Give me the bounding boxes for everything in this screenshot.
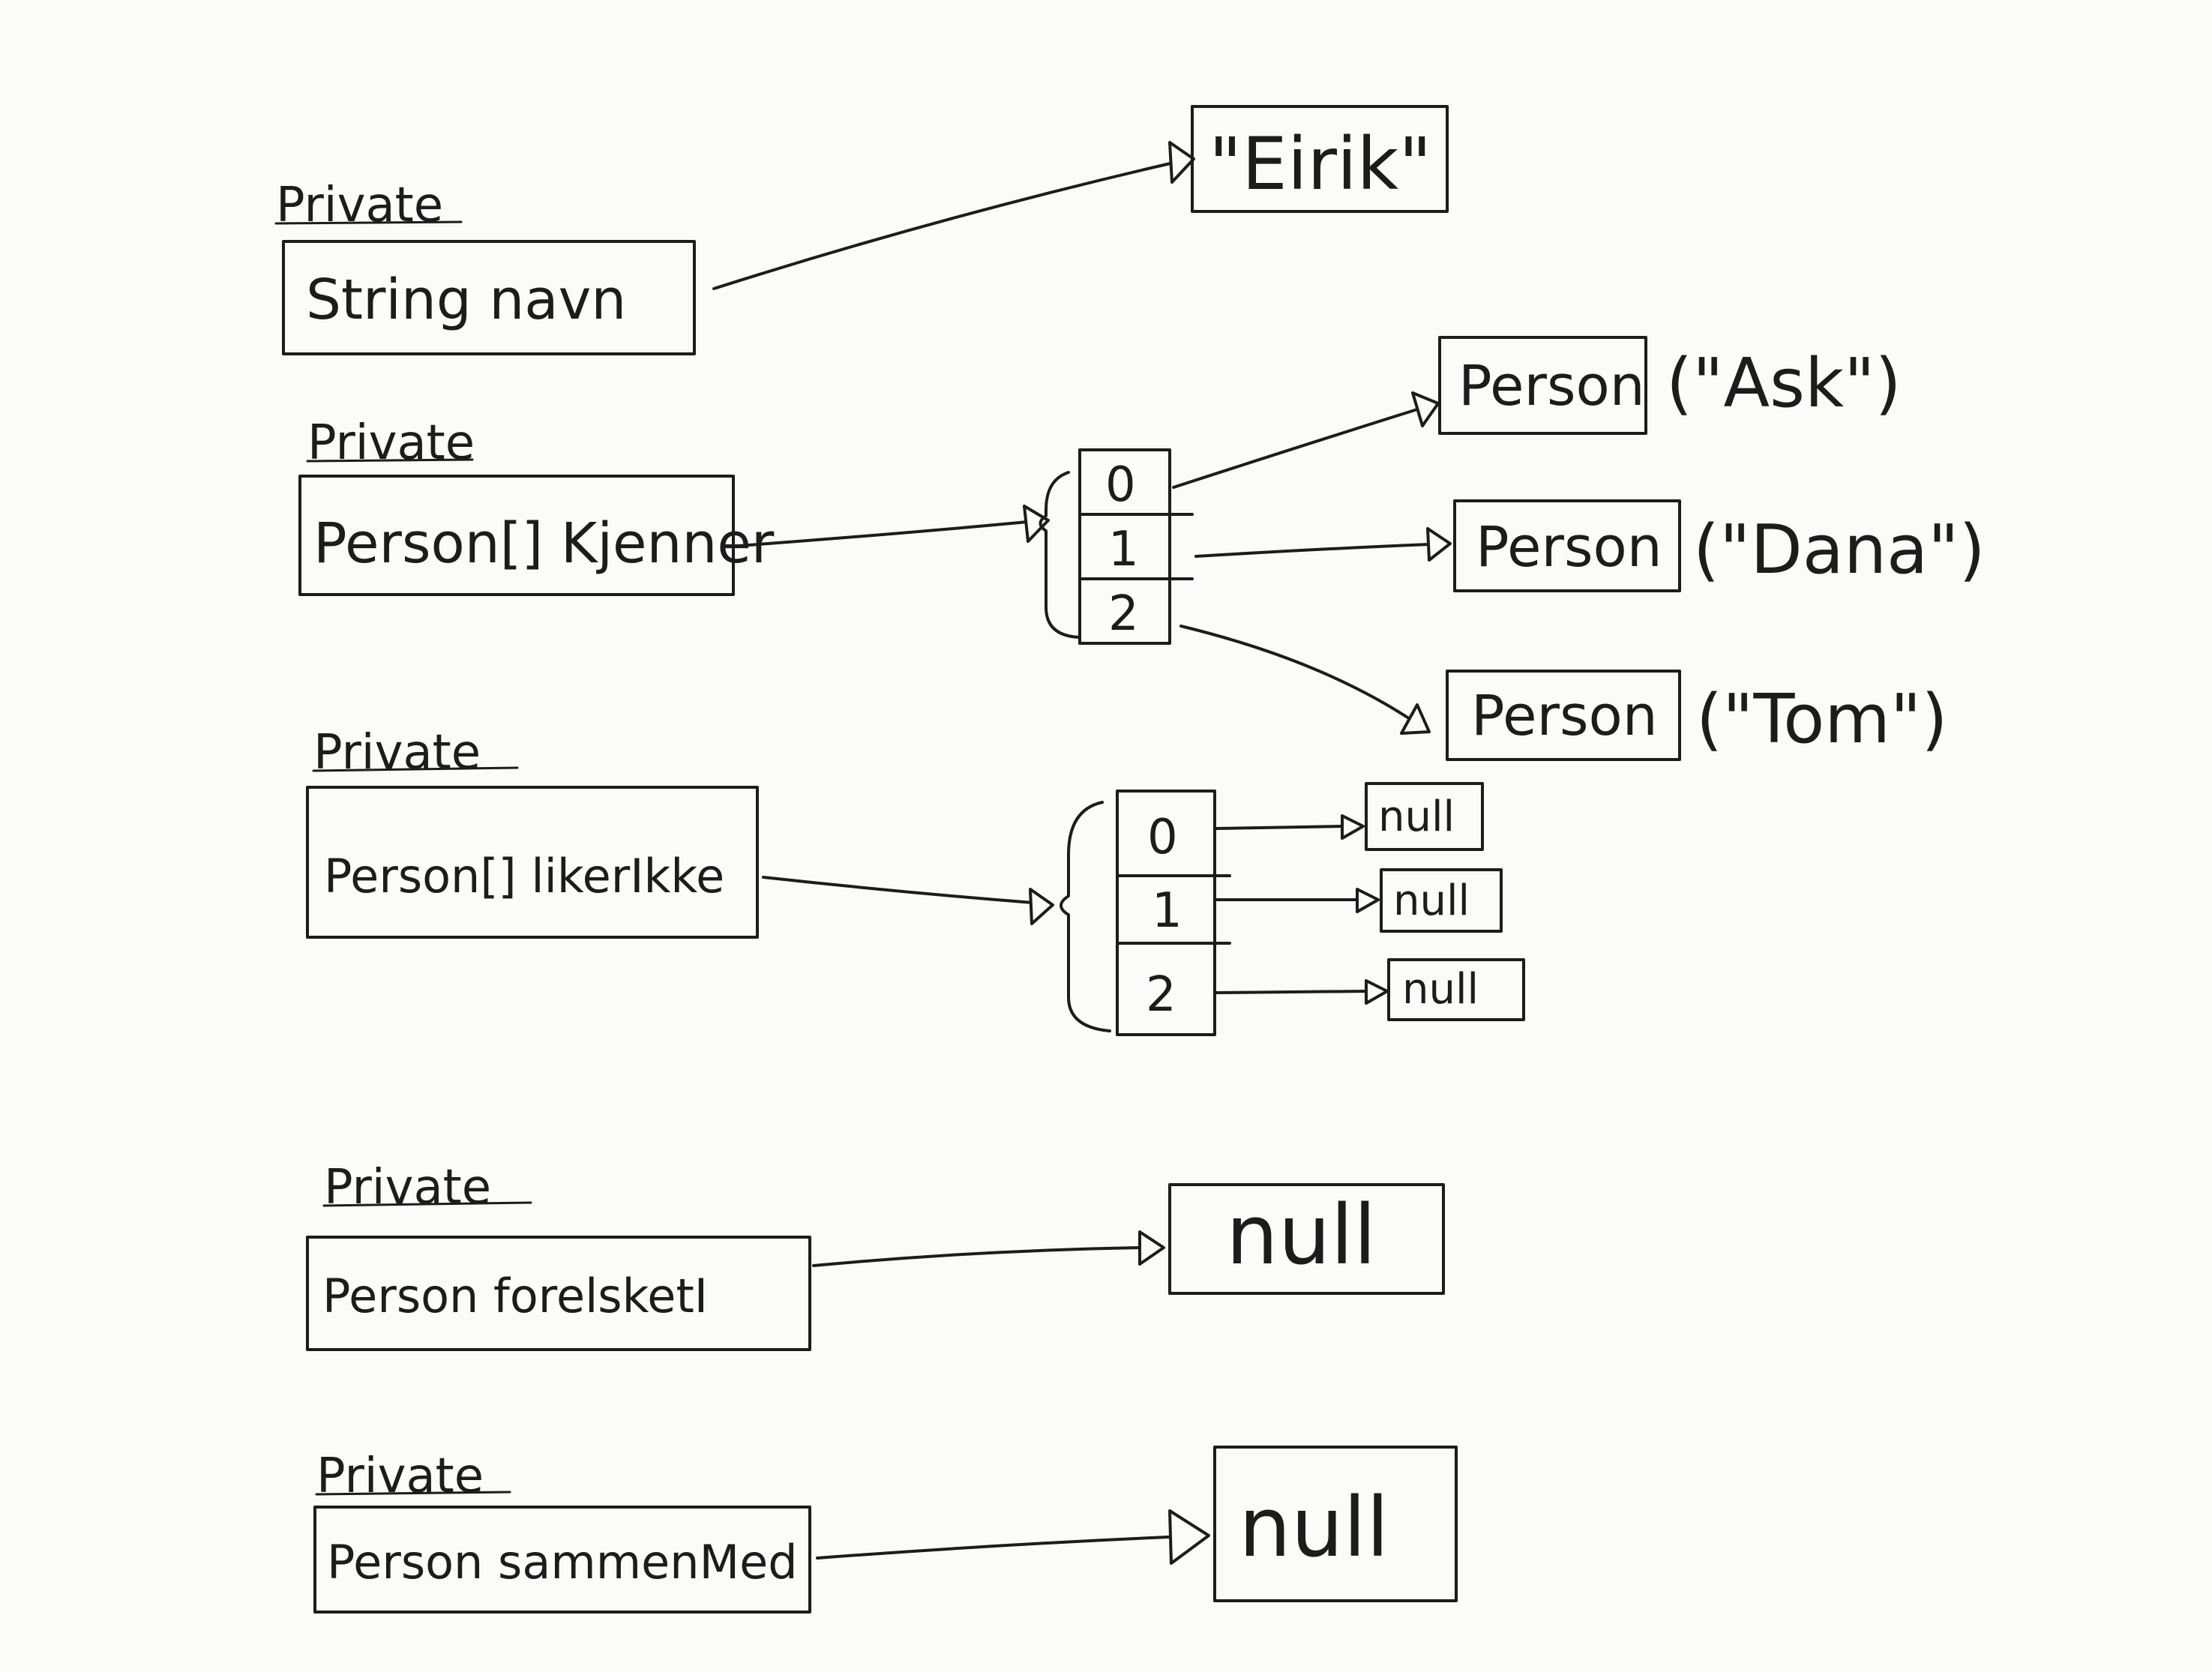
- element-arrowhead-0-kjenner: [1411, 391, 1440, 427]
- person-type-ask: Person: [1458, 354, 1645, 418]
- null-value-forelsketi: null: [1226, 1187, 1377, 1283]
- field-label-kjenner: Person[] Kjenner: [313, 511, 775, 576]
- element-arrowhead-2-likerikke: [1365, 979, 1389, 1005]
- array-index-0-kjenner: 0: [1105, 457, 1136, 513]
- field-box-kjenner: [298, 475, 735, 596]
- modifier-label-forelsketi: Private: [324, 1160, 491, 1215]
- modifier-label-likerikke: Private: [313, 725, 481, 781]
- array-index-1-kjenner: 1: [1108, 522, 1139, 577]
- field-box-likerikke: [306, 786, 759, 939]
- field-label-navn: String navn: [306, 268, 626, 332]
- array-index-1-likerikke: 1: [1152, 883, 1182, 939]
- field-box-sammenmed: [313, 1506, 811, 1614]
- person-box-ask: [1438, 336, 1647, 435]
- array-brace-kjenner: [1039, 471, 1081, 639]
- value-box-eirik: [1191, 105, 1449, 213]
- modifier-underline-navn: [274, 220, 463, 225]
- null-box-sammenmed: [1213, 1446, 1458, 1602]
- null-value-1-likerikke: null: [1393, 876, 1470, 925]
- reference-arrow-likerikke: [762, 876, 1035, 904]
- modifier-underline-forelsketi: [322, 1201, 532, 1207]
- value-eirik: "Eirik": [1209, 122, 1431, 206]
- field-box-forelsketi: [306, 1236, 811, 1351]
- modifier-label-sammenmed: Private: [316, 1449, 484, 1504]
- null-box-2-likerikke: [1387, 958, 1525, 1021]
- element-arrow-0-likerikke: [1215, 825, 1344, 830]
- element-arrowhead-1-kjenner: [1426, 527, 1452, 562]
- null-box-0-likerikke: [1365, 782, 1484, 851]
- element-arrow-2-likerikke: [1215, 990, 1368, 994]
- modifier-underline-kjenner: [306, 458, 474, 463]
- person-box-dana: [1453, 499, 1681, 592]
- element-arrow-2-kjenner: [1179, 625, 1413, 721]
- person-arg-tom: ("Tom"): [1696, 680, 1947, 759]
- reference-arrow-kjenner: [737, 520, 1029, 547]
- reference-arrow-navn: [712, 161, 1175, 290]
- field-label-likerikke: Person[] likerIkke: [324, 849, 724, 903]
- reference-arrow-sammenmed: [816, 1536, 1170, 1560]
- reference-arrow-forelsketi: [812, 1246, 1141, 1267]
- array-box-kjenner: [1078, 448, 1171, 645]
- array-brace-likerikke: [1060, 801, 1111, 1032]
- array-box-likerikke: [1116, 790, 1216, 1036]
- modifier-underline-likerikke: [312, 766, 519, 772]
- modifier-label-kjenner: Private: [307, 415, 475, 471]
- element-arrowhead-0-likerikke: [1341, 814, 1365, 840]
- null-box-1-likerikke: [1380, 868, 1503, 933]
- modifier-underline-sammenmed: [315, 1491, 511, 1496]
- null-value-sammenmed: null: [1239, 1479, 1389, 1575]
- field-label-sammenmed: Person sammenMed: [327, 1535, 798, 1590]
- arrowhead-navn: [1168, 141, 1195, 184]
- array-index-2-likerikke: 2: [1146, 967, 1176, 1023]
- field-box-navn: [282, 240, 696, 355]
- arrowhead-likerikke: [1029, 888, 1054, 925]
- element-arrowhead-2-kjenner: [1400, 703, 1431, 735]
- modifier-label-navn: Private: [276, 178, 443, 233]
- element-arrowhead-1-likerikke: [1356, 888, 1380, 913]
- arrowhead-sammenmed: [1168, 1509, 1210, 1565]
- arrowhead-forelsketi: [1138, 1230, 1165, 1266]
- null-box-forelsketi: [1168, 1183, 1445, 1295]
- null-value-2-likerikke: null: [1402, 965, 1479, 1014]
- person-type-tom: Person: [1471, 684, 1658, 748]
- null-value-0-likerikke: null: [1378, 793, 1455, 841]
- array-index-2-kjenner: 2: [1108, 586, 1139, 642]
- arrowhead-kjenner: [1023, 505, 1050, 543]
- element-arrow-1-kjenner: [1194, 543, 1431, 558]
- field-label-forelsketi: Person forelsketI: [322, 1269, 708, 1323]
- element-arrow-0-kjenner: [1172, 408, 1419, 489]
- person-type-dana: Person: [1476, 515, 1662, 580]
- person-arg-dana: ("Dana"): [1693, 511, 1986, 589]
- person-box-tom: [1446, 670, 1681, 761]
- person-arg-ask: ("Ask"): [1666, 344, 1902, 423]
- array-index-0-likerikke: 0: [1147, 810, 1178, 865]
